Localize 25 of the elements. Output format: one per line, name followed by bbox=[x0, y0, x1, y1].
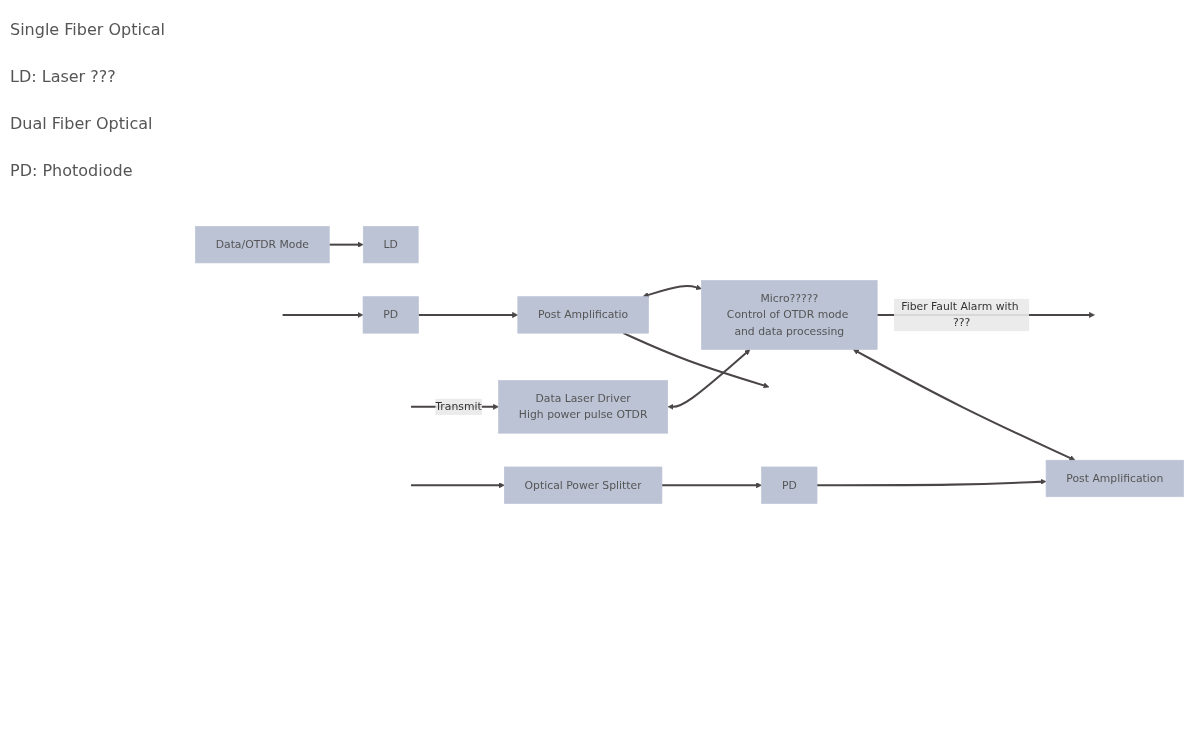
node-box: Data Laser Driver High power pulse OTDR bbox=[498, 379, 668, 434]
node-box: Post Amplificatio bbox=[517, 295, 649, 334]
node-box: Post Amplification bbox=[1045, 459, 1184, 497]
node-box: Data/OTDR Mode bbox=[195, 225, 330, 263]
node-box: Micro????? Control of OTDR mode and data processing bbox=[701, 279, 878, 350]
arrow bbox=[282, 311, 364, 318]
edge-label: Fiber Fault Alarm with ??? bbox=[901, 299, 1019, 329]
arrow bbox=[329, 241, 364, 248]
arrow bbox=[817, 478, 1047, 486]
arrow bbox=[411, 481, 505, 488]
note-text: Dual Fiber Optical bbox=[10, 114, 154, 133]
arrow bbox=[418, 311, 519, 318]
node-box: PD bbox=[362, 295, 419, 334]
note-text: Single Fiber Optical bbox=[10, 20, 166, 39]
note-text: LD: Laser ??? bbox=[10, 67, 117, 86]
note-text: PD: Photodiode bbox=[10, 161, 134, 180]
arrow bbox=[623, 331, 770, 388]
node-box: PD bbox=[761, 466, 818, 504]
arrow bbox=[667, 348, 751, 410]
node-box: LD bbox=[362, 225, 419, 263]
arrow bbox=[642, 284, 702, 298]
arrow bbox=[852, 348, 1076, 461]
edge-label: Transmit bbox=[435, 399, 482, 413]
node-box: Optical Power Splitter bbox=[504, 466, 663, 504]
arrow bbox=[661, 481, 762, 488]
